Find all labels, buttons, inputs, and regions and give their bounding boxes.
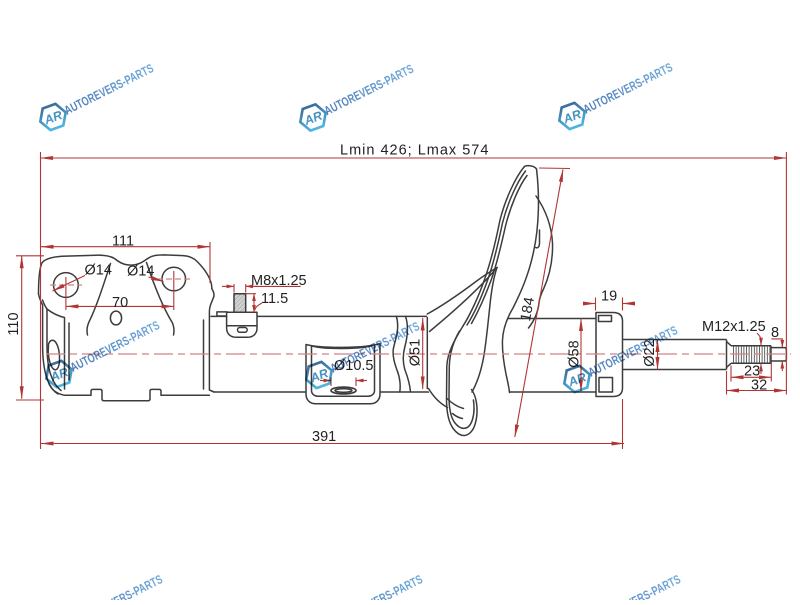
svg-text:32: 32	[751, 378, 767, 394]
svg-text:M12x1.25: M12x1.25	[702, 319, 766, 335]
svg-text:184: 184	[518, 296, 538, 323]
svg-text:391: 391	[312, 429, 336, 445]
svg-text:Lmin 426; Lmax 574: Lmin 426; Lmax 574	[340, 143, 489, 159]
svg-text:70: 70	[112, 295, 128, 311]
svg-text:8: 8	[771, 325, 779, 341]
svg-text:23: 23	[744, 364, 760, 380]
svg-text:Ø51: Ø51	[408, 339, 424, 366]
svg-text:Ø14: Ø14	[85, 263, 112, 279]
svg-text:19: 19	[601, 289, 617, 305]
svg-text:111: 111	[112, 234, 134, 250]
svg-text:11.5: 11.5	[261, 291, 288, 307]
svg-text:Ø14: Ø14	[127, 264, 154, 280]
svg-text:110: 110	[6, 312, 22, 335]
svg-text:M8x1.25: M8x1.25	[251, 273, 307, 289]
svg-text:Ø58: Ø58	[567, 340, 583, 367]
